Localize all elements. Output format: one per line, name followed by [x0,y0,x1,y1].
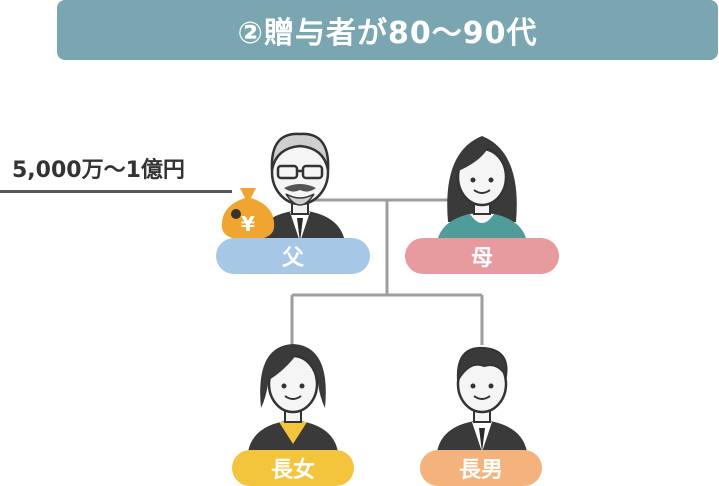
mother-label: 母 [405,238,559,274]
eldest-daughter-label: 長女 [232,450,354,486]
eldest-son-avatar [437,346,527,452]
page-title: ②贈与者が80〜90代 [237,16,538,51]
mother-avatar [437,136,527,242]
money-bag-symbol: ¥ [241,212,255,236]
title-banner: ②贈与者が80〜90代 [57,0,718,60]
father-label: 父 [216,238,370,274]
father-avatar [255,132,345,242]
eldest-daughter-avatar [248,344,338,452]
gift-amount-pointer-line [0,190,232,193]
eldest-son-label: 長男 [420,450,542,486]
money-bag-icon: ¥ [221,188,275,240]
gift-amount-label: 5,000万〜1億円 [12,158,185,183]
